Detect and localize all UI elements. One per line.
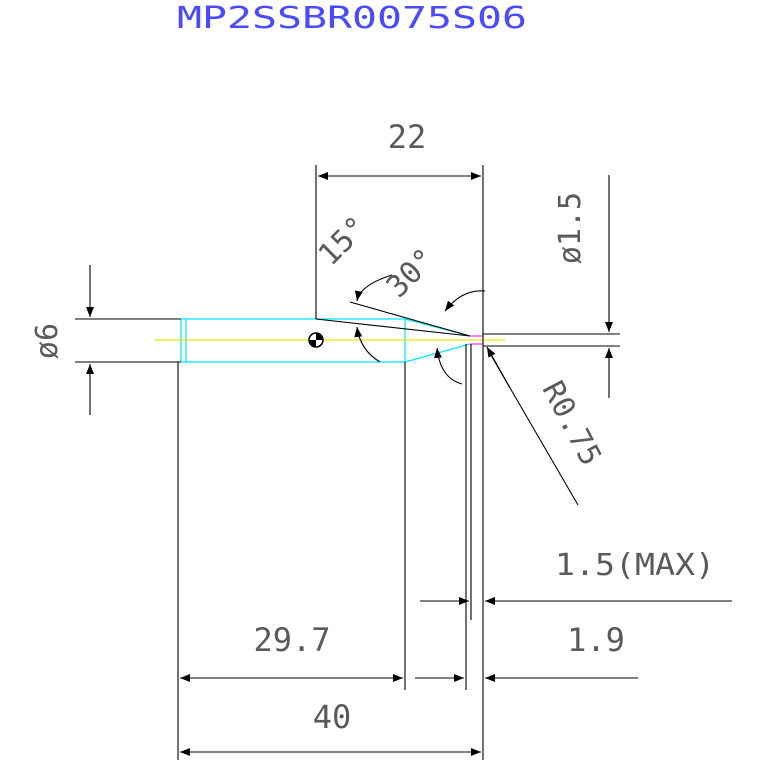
dim-dia6-label: ø6 (30, 323, 65, 359)
dim-r075-label: R0.75 (535, 375, 608, 471)
angle-arcs (354, 274, 486, 385)
extension-lines (75, 165, 620, 760)
dim-19-label: 1.9 (567, 621, 625, 659)
dimension-lines (86, 172, 732, 756)
dim-ang30-label: 30° (380, 242, 443, 305)
dim-ang15-label: 15° (312, 210, 375, 273)
center-mark-icon (308, 332, 324, 348)
dim-40-label: 40 (313, 698, 352, 736)
dim-dia15-label: ø1.5 (553, 192, 588, 264)
dim-max15-label: 1.5(MAX) (555, 548, 715, 583)
dim-22-label: 22 (388, 118, 427, 156)
dim-297-label: 29.7 (253, 621, 330, 659)
drawing-title: MP2SSBR0075S06 (177, 1, 527, 36)
